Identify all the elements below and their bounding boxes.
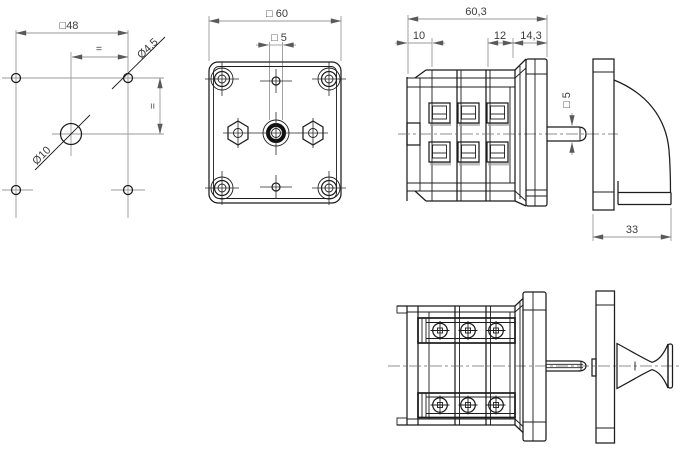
leader-dia45: Ø4,5: [111, 36, 166, 90]
terminal-window: [486, 141, 509, 166]
handle-grip: [616, 342, 669, 390]
terminal-window: [428, 102, 451, 126]
dim-handle-depth: 33: [592, 208, 672, 241]
shaft-top: [546, 360, 587, 372]
leader-dia10: Ø10: [30, 114, 91, 171]
top-tab: [396, 305, 408, 314]
mounting-hole: [10, 184, 22, 196]
terminal-screw: [458, 321, 478, 340]
terminal-window: [457, 102, 480, 126]
terminal-window: [428, 141, 451, 166]
hex-nut: [223, 118, 253, 148]
corner-boss: [312, 171, 346, 205]
side-dimensions: 60,3 10 12 14,3: [395, 6, 548, 74]
mounting-flange-top: [514, 291, 547, 442]
dim-equal-top: =: [71, 43, 129, 60]
handle-hub-tab: [591, 358, 597, 377]
dim-label-143: 14,3: [520, 30, 541, 42]
switch-body-side: [398, 69, 618, 202]
dim-label-603: 60,3: [465, 6, 486, 18]
terminal-window: [486, 102, 509, 126]
handle-side: [592, 58, 672, 211]
side-view: 60,3 10 12 14,3: [395, 6, 672, 241]
drilling-plan-view: □48 = = Ø4,5 Ø10: [2, 20, 166, 218]
hex-nut: [298, 118, 328, 148]
handle-grip-endcap: [667, 343, 674, 389]
pilot-holes: [260, 69, 292, 199]
terminal-screws: [430, 321, 506, 415]
terminal-screw: [430, 321, 450, 340]
terminal-screw: [486, 321, 506, 340]
top-tab: [396, 417, 408, 426]
dim-label-square48: □48: [60, 20, 79, 32]
dim-label-equal-top: =: [96, 43, 102, 55]
top-body: [388, 305, 681, 426]
dim-label-33: 33: [626, 224, 638, 236]
corner-boss: [312, 62, 346, 96]
top-view: [388, 290, 681, 444]
terminal-strips: [417, 317, 516, 419]
dim-square60: □ 60: [208, 8, 342, 61]
corner-bosses: [205, 62, 346, 205]
terminal-screw: [458, 395, 478, 415]
shaft-side: □ 5: [547, 92, 587, 155]
dim-label-square60: □ 60: [266, 8, 288, 20]
terminal-screw: [486, 395, 506, 415]
dim-equal-right: =: [147, 77, 163, 135]
dim-label-dia45: Ø4,5: [135, 36, 160, 61]
hex-nuts: [223, 118, 328, 148]
mounting-hole: [10, 72, 22, 84]
center-shaft-hub: [253, 112, 299, 155]
terminal-strip: [417, 392, 516, 419]
mounting-flange-side: [514, 58, 548, 207]
dim-label-square5: □ 5: [271, 32, 287, 44]
dim-label-12: 12: [494, 30, 506, 42]
dim-label-dia10: Ø10: [30, 144, 53, 167]
switch-base-plate: [208, 61, 342, 204]
dim-label-equal-right: =: [147, 103, 159, 109]
dim-label-10: 10: [413, 30, 425, 42]
terminal-window: [457, 141, 480, 166]
dim-label-shaft-square5: □ 5: [561, 92, 573, 108]
dim-square48: □48: [15, 20, 129, 36]
mounting-hole: [122, 184, 134, 196]
terminal-screw: [430, 395, 450, 415]
terminal-strip: [417, 317, 516, 344]
front-view: □ 60 □ 5: [205, 8, 346, 205]
corner-boss: [205, 171, 239, 205]
center-hole: [59, 122, 83, 146]
corner-boss: [205, 62, 239, 96]
terminal-windows: [428, 102, 509, 166]
handle-top: [591, 290, 674, 444]
